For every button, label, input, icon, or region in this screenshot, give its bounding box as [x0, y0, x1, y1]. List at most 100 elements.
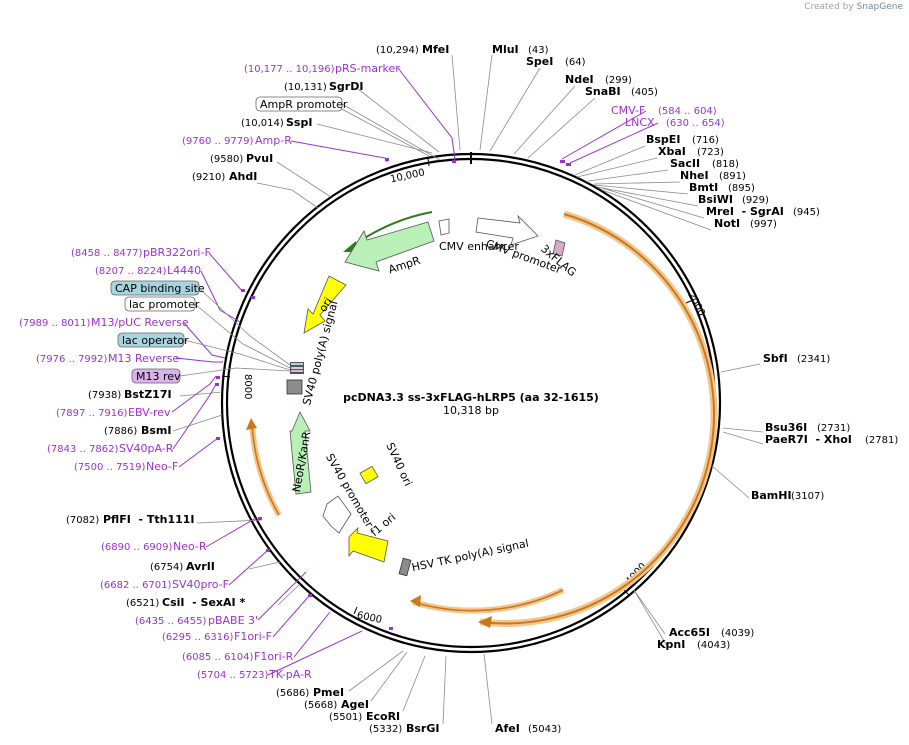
primer-l4440: L4440 [167, 264, 201, 277]
label-sv40-ori: SV40 ori [383, 441, 414, 488]
tick-4000 [623, 589, 630, 596]
boxed-feature-leaders [179, 103, 441, 377]
orf3-arc [251, 423, 280, 516]
lac-region-markers [290, 363, 304, 372]
site-pos-ndei: (299) [605, 75, 632, 86]
site-pflfi-tth111i: PflFI - Tth111I [103, 513, 195, 526]
primer-markers [215, 158, 571, 630]
site-pos-ahdi: (9210) [192, 172, 225, 183]
sv40-promoter-arrow [322, 495, 352, 534]
site-spei: SpeI [526, 55, 553, 68]
primer-f1ori-r: F1ori-R [254, 650, 294, 663]
primer-amp-r: Amp-R [255, 134, 292, 147]
orf3-arrowhead [246, 418, 257, 430]
site-pos-acc65i: (4039) [721, 628, 754, 639]
site-pos-sspi: (10,014) [241, 118, 284, 129]
site-pos-bstz17i: (7938) [88, 390, 121, 401]
tick-8000 [221, 375, 231, 378]
site-pos-csii-sexai: (6521) [126, 598, 159, 609]
primer-lncx: LNCX [625, 116, 655, 129]
snapgene-credit: Created by SnapGene [804, 2, 903, 12]
primer-pos-amp-r: (9760 .. 9779) [182, 136, 254, 147]
sv40-ori-box [359, 465, 379, 485]
site-sgrdi: SgrDI [329, 80, 363, 93]
site-pos-sbfi: (2341) [797, 354, 830, 365]
primer-pbr322ori-f: pBR322ori-F [143, 246, 211, 259]
primer-f1ori-f: F1ori-F [234, 630, 272, 643]
site-bsmi: BsmI [141, 424, 172, 437]
primer-pbabe3: pBABE 3' [208, 614, 258, 627]
label-lac-operator: lac operator [122, 334, 189, 347]
site-bspei: BspEI [646, 133, 680, 146]
site-pos-bamhi: (3107) [791, 491, 824, 502]
site-pos-ecori: (5501) [329, 712, 362, 723]
primer-sv40pro-f: SV40pro-F [172, 578, 229, 591]
site-noti: NotI [714, 217, 740, 230]
tick-2000 [685, 299, 694, 304]
cmv-enhancer-arrow [475, 214, 539, 246]
lrp5-orf-arc [479, 213, 715, 625]
primer-pos-m13-puc-reverse: (7989 .. 8011) [19, 318, 91, 329]
label-hsv-tk-polya: HSV TK poly(A) signal [411, 537, 530, 574]
site-pos-pmei: (5686) [276, 688, 309, 699]
site-agei: AgeI [341, 698, 369, 711]
box-lac-promoter [124, 296, 196, 312]
site-csii-sexai: CsiI - SexAI * [162, 596, 245, 609]
primer-ebv-rev: EBV-rev [128, 406, 171, 419]
site-leaders [172, 54, 764, 725]
site-pos-agei: (5668) [304, 700, 337, 711]
site-pvui: PvuI [246, 152, 273, 165]
site-ahdi: AhdI [229, 170, 257, 183]
primer-m13-reverse: M13 Reverse [108, 352, 179, 365]
site-pos-pvui: (9580) [210, 154, 243, 165]
orf3-arc-halo [249, 423, 282, 517]
neor-kanr-arrow [289, 411, 312, 495]
primer-pos-l4440: (8207 .. 8224) [95, 266, 167, 277]
orf2-arrowhead [410, 595, 421, 607]
primer-pos-pbr322ori-f: (8458 .. 8477) [71, 248, 143, 259]
label-m13-rev: M13 rev [136, 370, 181, 383]
plasmid-name: pcDNA3.3 ss-3xFLAG-hLRP5 (aa 32-1615) [343, 391, 599, 404]
ampr-arrow [344, 221, 435, 272]
tick-label-8000: 8000 [242, 374, 253, 399]
primer-pos-m13-reverse: (7976 .. 7992) [36, 354, 108, 365]
primer-pos-ebv-rev: (7897 .. 7916) [56, 408, 128, 419]
tick-label-6000: 6000 [356, 610, 383, 626]
site-pos-sgrdi: (10,131) [284, 82, 327, 93]
hsv-tk-polya-box [398, 557, 412, 577]
site-pos-mrei-sgrai: (945) [793, 207, 820, 218]
label-lac-promoter: lac promoter [129, 298, 200, 311]
3xflag-arrow [552, 239, 566, 257]
site-acc65i: Acc65I [669, 626, 710, 639]
snapgene-brand: SnapGene [856, 2, 903, 12]
site-bsu36i: Bsu36I [765, 421, 807, 434]
site-avrii: AvrII [186, 560, 215, 573]
primer-pos-prs-marker: (10,177 .. 10,196) [244, 64, 335, 75]
box-lac-operator [117, 332, 185, 348]
site-snabi: SnaBI [585, 85, 621, 98]
site-mlui: MluI [492, 43, 519, 56]
site-pos-bsmi: (7886) [104, 426, 137, 437]
site-mrei-sgrai: MreI - SgrAI [706, 205, 784, 218]
primer-prs-marker: pRS-marker [335, 62, 400, 75]
site-bsrgi: BsrGI [406, 722, 439, 735]
primer-m13-puc-reverse: M13/pUC Reverse [91, 316, 189, 329]
primer-pos-pbabe3: (6435 .. 6455) [135, 616, 207, 627]
site-bsiwi: BsiWI [698, 193, 733, 206]
ori-arrow [303, 275, 347, 334]
site-pos-avrii: (6754) [150, 562, 183, 573]
box-m13-rev [131, 368, 181, 384]
primer-sv40pa-r: SV40pA-R [119, 442, 174, 455]
site-pos-afei: (5043) [528, 724, 561, 735]
f1-ori-arrow [348, 526, 389, 563]
site-bmti: BmtI [689, 181, 718, 194]
site-pos-bsrgi: (5332) [369, 724, 402, 735]
primer-cmv-f: CMV-F [611, 104, 645, 117]
site-kpni: KpnI [657, 638, 685, 651]
site-pos-kpni: (4043) [697, 640, 730, 651]
site-pos-bsiwi: (929) [742, 195, 769, 206]
primer-pos-cmv-f: (584 .. 604) [658, 106, 717, 117]
site-bamhi: BamHI [751, 489, 792, 502]
ampr-promoter-arrow [438, 218, 450, 236]
site-pos-noti: (997) [750, 219, 777, 230]
